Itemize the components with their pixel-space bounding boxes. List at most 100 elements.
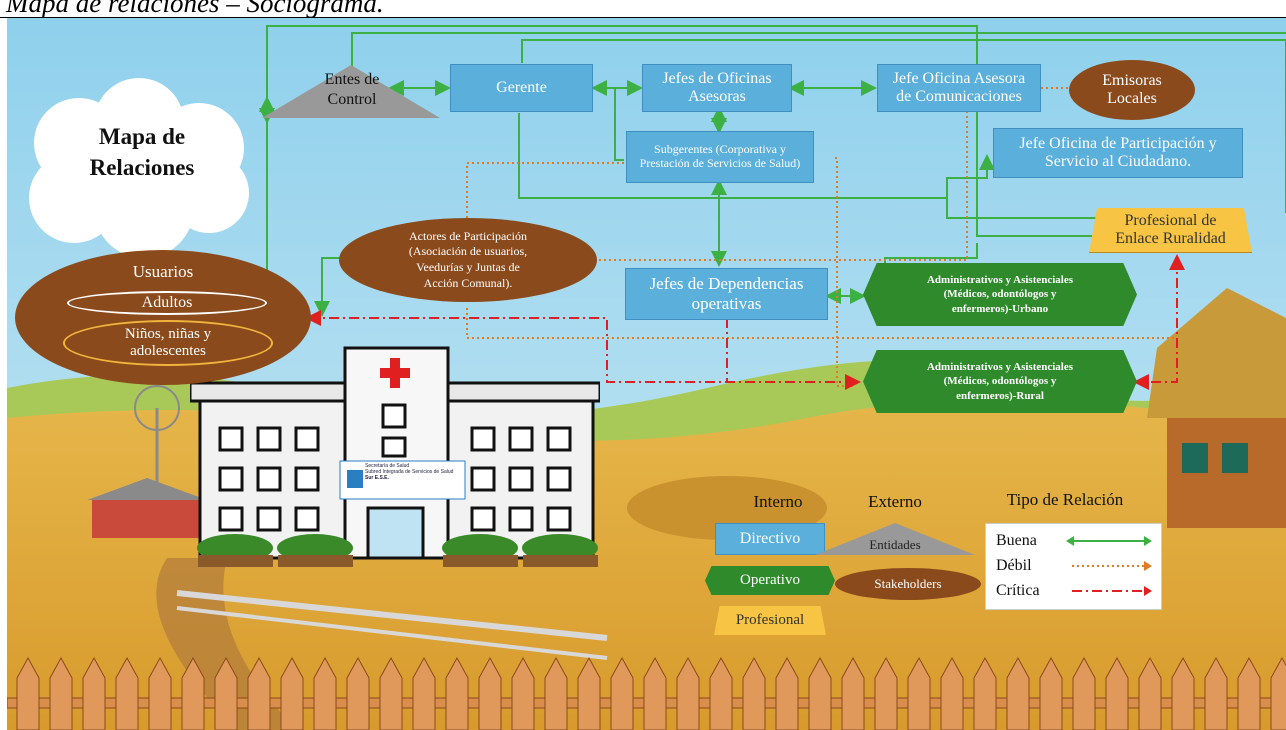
fence-picket — [1072, 656, 1096, 730]
legend-relation-row: Buena — [996, 530, 1156, 552]
jefes-dependencias-line2: operativas — [691, 294, 762, 313]
admin-urbano-line3: enfermeros)-Urbano — [951, 302, 1049, 315]
fence-picket — [643, 656, 667, 730]
admin-urbano-line2: (Médicos, odontólogos y — [943, 288, 1057, 301]
jefe-participacion-line1: Jefe Oficina de Participación y — [1019, 134, 1217, 152]
hospital-sign-line1: Secretaría de Salud — [365, 463, 410, 469]
fence-picket — [1270, 656, 1286, 730]
fence-picket — [610, 656, 634, 730]
node-gerente: Gerente — [450, 64, 593, 112]
fence-picket — [346, 656, 370, 730]
hospital-sign-line2: Subred Integrada de Servicios de Salud — [365, 469, 454, 475]
legend-entidades-label: Entidades — [869, 537, 921, 553]
legend-externo-heading: Externo — [868, 492, 922, 511]
node-jefe-comunicaciones: Jefe Oficina Asesora de Comunicaciones — [877, 64, 1041, 112]
legend-relation-row: Débil — [996, 555, 1156, 577]
title-line1: Mapa de — [98, 124, 186, 149]
legend-relation-label: Débil — [996, 557, 1032, 574]
entes-control-line1: Entes de — [324, 71, 380, 88]
fence-picket — [445, 656, 469, 730]
actores-line4: Acción Comunal). — [423, 275, 513, 290]
legend-operativo-label: Operativo — [740, 571, 800, 588]
legend-directivo: Directivo — [715, 523, 825, 555]
legend-directivo-label: Directivo — [739, 529, 801, 547]
fence-picket — [511, 656, 535, 730]
entes-control-line2: Control — [327, 91, 377, 108]
fence-picket — [181, 656, 205, 730]
picket-fence — [16, 656, 1286, 730]
emisoras-line1: Emisoras — [1102, 71, 1162, 89]
legend-relation-line — [1066, 536, 1152, 546]
legend-operativo: Operativo — [705, 566, 835, 595]
fence-picket — [973, 656, 997, 730]
fence-picket — [841, 656, 865, 730]
node-jefes-oficinas-asesoras: Jefes de Oficinas Asesoras — [642, 64, 792, 112]
subgerentes-label: Subgerentes (Corporativa y Prestación de… — [639, 142, 801, 170]
jefe-comunicaciones-line2: de Comunicaciones — [896, 88, 1022, 105]
actores-line2: (Asociación de usuarios, — [408, 244, 528, 259]
legend-relation-line — [1072, 561, 1152, 571]
fence-picket — [247, 656, 271, 730]
fence-picket — [1204, 656, 1228, 730]
jefes-dependencias-line1: Jefes de Dependencias — [649, 274, 804, 294]
admin-rural-line2: (Médicos, odontólogos y — [943, 375, 1057, 388]
fence-picket — [313, 656, 337, 730]
fence-picket — [280, 656, 304, 730]
fence-picket — [1138, 656, 1162, 730]
node-actores-participacion: Actores de Participación (Asociación de … — [339, 218, 597, 302]
ninos-line1: Niños, niñas y — [124, 325, 212, 342]
fence-picket — [1006, 656, 1030, 730]
fence-picket — [412, 656, 436, 730]
fence-picket — [148, 656, 172, 730]
fence-picket — [577, 656, 601, 730]
node-emisoras-locales: Emisoras Locales — [1069, 60, 1195, 120]
admin-rural-line1: Administrativos y Asistenciales — [926, 361, 1074, 374]
fence-picket — [1171, 656, 1195, 730]
fence-picket — [478, 656, 502, 730]
legend-tipo-heading: Tipo de Relación — [1006, 490, 1124, 509]
entes-control-label: Entes de Control — [307, 70, 397, 110]
fence-picket — [544, 656, 568, 730]
ninos-line2: adolescentes — [130, 343, 206, 359]
top-rule — [0, 17, 1286, 18]
fence-picket — [49, 656, 73, 730]
node-admin-rural: Administrativos y Asistenciales (Médicos… — [863, 350, 1137, 413]
fence-picket — [115, 656, 139, 730]
title-line2: Relaciones — [89, 155, 195, 181]
fence-picket — [82, 656, 106, 730]
hospital-sign-text: Secretaría de Salud Subred Integrada de … — [365, 463, 461, 481]
usuarios-adultos-oval: Adultos — [67, 291, 267, 315]
legend-stakeholders-label: Stakeholders — [874, 575, 942, 591]
fence-picket — [742, 656, 766, 730]
node-subgerentes: Subgerentes (Corporativa y Prestación de… — [626, 131, 814, 183]
legend-stakeholders: Stakeholders — [835, 568, 981, 600]
fence-picket — [874, 656, 898, 730]
fence-picket — [940, 656, 964, 730]
admin-urbano-line1: Administrativos y Asistenciales — [926, 274, 1074, 287]
fence-picket — [1105, 656, 1129, 730]
emisoras-line2: Locales — [1107, 90, 1157, 107]
profesional-enlace-line1: Profesional de — [1124, 211, 1217, 229]
fence-picket — [214, 656, 238, 730]
admin-rural-line3: enfermeros)-Rural — [956, 389, 1044, 402]
node-jefe-participacion: Jefe Oficina de Participación y Servicio… — [993, 128, 1243, 178]
legend-relation-label: Crítica — [996, 582, 1040, 599]
jefes-oficinas-line1: Jefes de Oficinas — [662, 69, 772, 87]
actores-line3: Veedurías y Juntas de — [416, 260, 520, 274]
node-jefes-dependencias: Jefes de Dependencias operativas — [625, 268, 828, 320]
fence-picket — [709, 656, 733, 730]
legend-profesional: Profesional — [714, 606, 826, 635]
jefe-comunicaciones-line1: Jefe Oficina Asesora — [892, 69, 1026, 87]
adultos-label: Adultos — [141, 294, 193, 311]
actores-line1: Actores de Participación — [409, 228, 527, 243]
fence-picket — [379, 656, 403, 730]
fence-picket — [1237, 656, 1261, 730]
legend-relation-row: Crítica — [996, 580, 1156, 602]
jefe-participacion-line2: Servicio al Ciudadano. — [1044, 153, 1192, 170]
figure-caption: Mapa de relaciones – Sociograma. — [6, 0, 384, 18]
usuarios-label: Usuarios — [132, 262, 194, 281]
fence-picket — [676, 656, 700, 730]
fence-picket — [907, 656, 931, 730]
usuarios-ninos-oval: Niños, niñas y adolescentes — [63, 320, 273, 366]
